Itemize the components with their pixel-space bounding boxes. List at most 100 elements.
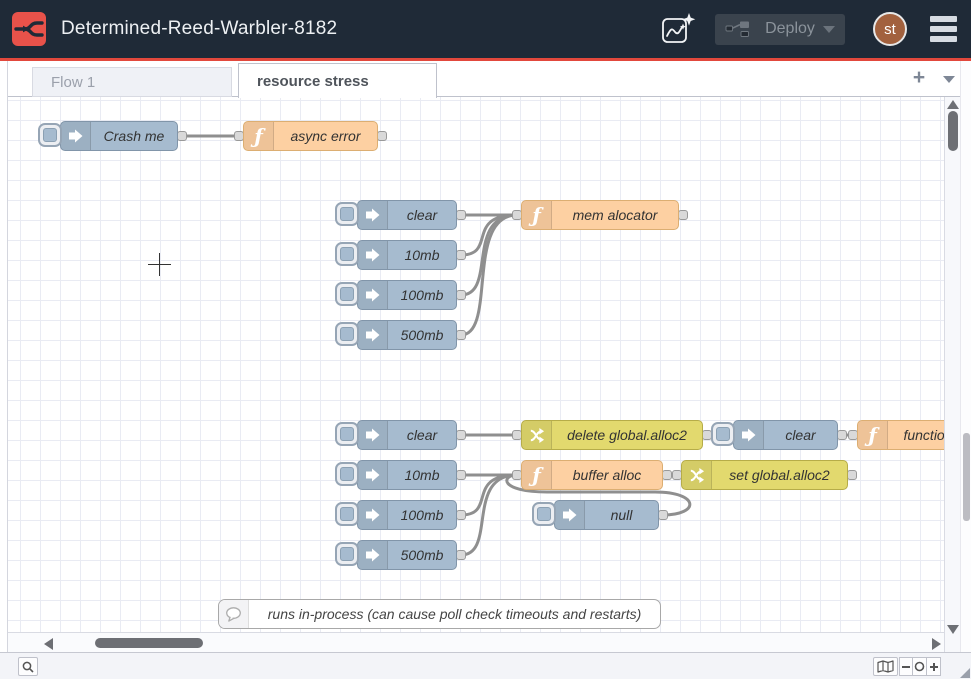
inject-button[interactable]: [335, 542, 359, 566]
inject-button[interactable]: [335, 462, 359, 486]
node-body[interactable]: 10mb: [357, 240, 457, 270]
inject-button[interactable]: [335, 502, 359, 526]
port-out[interactable]: [177, 131, 187, 141]
function-icon: ƒ: [532, 465, 541, 485]
inject-button-inner: [340, 547, 354, 561]
vertical-scrollbar[interactable]: [944, 97, 960, 652]
node-body[interactable]: ƒmem alocator: [521, 200, 679, 230]
node-500mb-b[interactable]: 500mb: [357, 540, 457, 570]
zoom-in-button[interactable]: [927, 657, 941, 676]
port-out[interactable]: [456, 550, 466, 560]
node-body[interactable]: Crash me: [60, 121, 178, 151]
port-out[interactable]: [658, 510, 668, 520]
inject-button[interactable]: [711, 422, 735, 446]
inject-arrow-icon: [365, 547, 381, 563]
tab-flow-1[interactable]: Flow 1: [32, 67, 232, 97]
node-body[interactable]: 500mb: [357, 540, 457, 570]
user-avatar[interactable]: st: [873, 12, 907, 46]
inject-button[interactable]: [532, 502, 556, 526]
node-10mb-b[interactable]: 10mb: [357, 460, 457, 490]
inject-button[interactable]: [335, 202, 359, 226]
node-icon-box: [219, 600, 249, 628]
node-crash-me[interactable]: Crash me: [60, 121, 178, 151]
node-body[interactable]: 500mb: [357, 320, 457, 350]
node-body[interactable]: ƒasync error: [243, 121, 378, 151]
inject-button-inner: [537, 507, 551, 521]
horizontal-scroll-thumb[interactable]: [95, 638, 203, 648]
inject-button[interactable]: [38, 123, 62, 147]
port-out[interactable]: [377, 131, 387, 141]
port-out[interactable]: [456, 470, 466, 480]
node-mem-alocator[interactable]: ƒmem alocator: [521, 200, 679, 230]
scroll-left-arrow-icon[interactable]: [44, 638, 53, 650]
deploy-options-chevron-icon[interactable]: [823, 26, 835, 33]
flow-tab-bar: Flow 1 resource stress +: [0, 61, 971, 97]
port-out[interactable]: [847, 470, 857, 480]
node-icon-box: [358, 201, 388, 229]
inject-button[interactable]: [335, 422, 359, 446]
node-body[interactable]: clear: [733, 420, 838, 450]
navigator-toggle-button[interactable]: [873, 657, 898, 676]
port-out[interactable]: [456, 510, 466, 520]
zoom-out-button[interactable]: [899, 657, 913, 676]
flow-assistant-icon[interactable]: [659, 11, 697, 47]
port-out[interactable]: [456, 330, 466, 340]
node-label: mem alocator: [552, 201, 678, 229]
node-body[interactable]: null: [554, 500, 659, 530]
node-icon-box: [734, 421, 764, 449]
inject-button[interactable]: [335, 242, 359, 266]
node-500mb-a[interactable]: 500mb: [357, 320, 457, 350]
node-null-inject[interactable]: null: [554, 500, 659, 530]
port-out[interactable]: [456, 250, 466, 260]
zoom-reset-button[interactable]: [913, 657, 927, 676]
node-body[interactable]: delete global.alloc2: [521, 420, 703, 450]
inject-button[interactable]: [335, 322, 359, 346]
horizontal-scrollbar[interactable]: [8, 632, 944, 652]
vertical-scroll-thumb[interactable]: [948, 111, 958, 151]
node-clear-a[interactable]: clear: [357, 200, 457, 230]
node-body[interactable]: runs in-process (can cause poll check ti…: [218, 599, 661, 629]
port-out[interactable]: [456, 290, 466, 300]
node-function-2[interactable]: ƒfunction: [857, 420, 944, 450]
node-body[interactable]: 100mb: [357, 500, 457, 530]
node-delete-global[interactable]: delete global.alloc2: [521, 420, 703, 450]
search-flows-button[interactable]: [18, 657, 38, 676]
node-100mb-b[interactable]: 100mb: [357, 500, 457, 530]
deploy-button[interactable]: Deploy: [715, 14, 845, 45]
node-label: function: [888, 421, 944, 449]
node-10mb-a[interactable]: 10mb: [357, 240, 457, 270]
node-body[interactable]: ƒfunction: [857, 420, 944, 450]
main-menu-button[interactable]: [930, 12, 957, 46]
node-body[interactable]: ƒbuffer alloc: [521, 460, 663, 490]
tab-resource-stress[interactable]: resource stress: [238, 63, 437, 98]
node-body[interactable]: set global.alloc2: [681, 460, 848, 490]
node-body[interactable]: 10mb: [357, 460, 457, 490]
flow-list-chevron-icon[interactable]: [943, 76, 955, 83]
page-scrollbar[interactable]: [960, 61, 971, 652]
page-scroll-thumb[interactable]: [963, 433, 970, 521]
port-out[interactable]: [456, 430, 466, 440]
node-set-global[interactable]: set global.alloc2: [681, 460, 848, 490]
flow-canvas[interactable]: Crash me ƒasync error clear 10mb 100mb 500mb ƒ…: [8, 97, 944, 632]
port-out[interactable]: [678, 210, 688, 220]
node-comment-1[interactable]: runs in-process (can cause poll check ti…: [218, 599, 661, 629]
node-body[interactable]: clear: [357, 420, 457, 450]
scroll-up-arrow-icon[interactable]: [947, 100, 959, 109]
port-out[interactable]: [662, 470, 672, 480]
add-flow-button[interactable]: +: [908, 67, 930, 91]
node-buffer-alloc[interactable]: ƒbuffer alloc: [521, 460, 663, 490]
resize-grip-icon[interactable]: [960, 668, 970, 678]
inject-button[interactable]: [335, 282, 359, 306]
node-body[interactable]: 100mb: [357, 280, 457, 310]
node-clear-b[interactable]: clear: [357, 420, 457, 450]
node-icon-box: [358, 321, 388, 349]
node-100mb-a[interactable]: 100mb: [357, 280, 457, 310]
scroll-right-arrow-icon[interactable]: [932, 638, 941, 650]
port-out[interactable]: [837, 430, 847, 440]
node-async-error[interactable]: ƒasync error: [243, 121, 378, 151]
map-icon: [877, 660, 894, 673]
node-clear-c[interactable]: clear: [733, 420, 838, 450]
node-body[interactable]: clear: [357, 200, 457, 230]
scroll-down-arrow-icon[interactable]: [947, 625, 959, 634]
port-out[interactable]: [456, 210, 466, 220]
